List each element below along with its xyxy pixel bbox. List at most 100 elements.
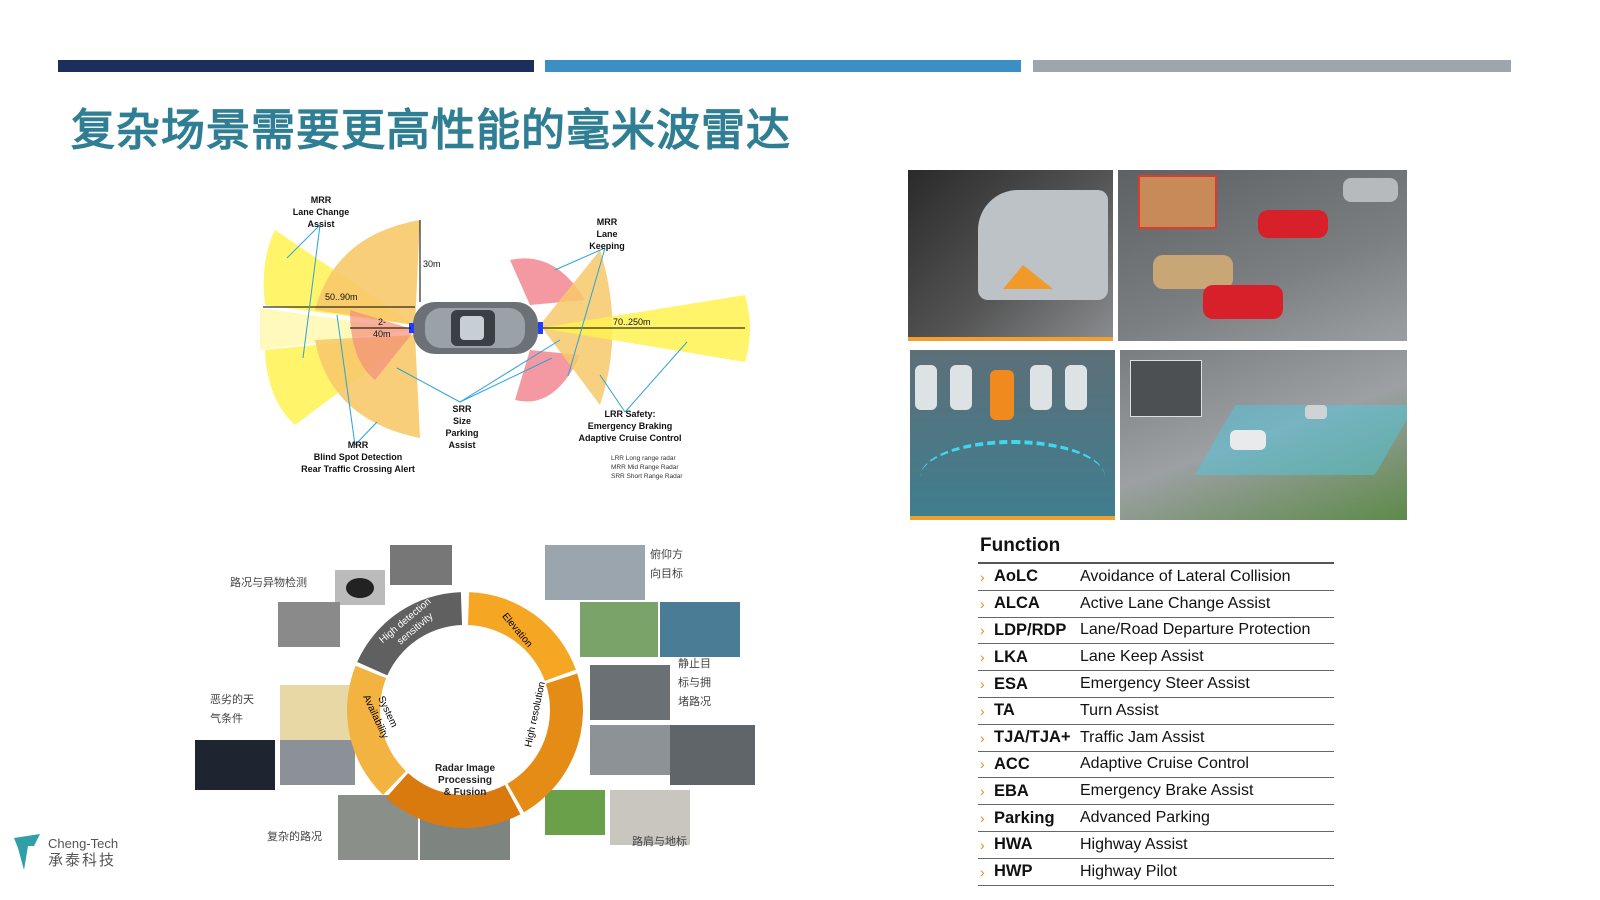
chevron-right-icon: › [980, 863, 985, 880]
function-name: Avoidance of Lateral Collision [1080, 567, 1291, 585]
srr-label-4: Assist [448, 440, 475, 450]
chevron-right-icon: › [980, 622, 985, 639]
segment-label-fusion-1: Radar Image [435, 763, 495, 774]
photo-rainy-road [280, 740, 355, 785]
function-row: ›TJA/TJA+Traffic Jam Assist [978, 725, 1334, 752]
logo-icon [14, 834, 40, 870]
mrr-lca-label-3: Assist [307, 219, 334, 229]
scene-static-2: 标与拥 [678, 675, 711, 689]
scene-weather-2: 气条件 [210, 711, 243, 725]
function-name: Active Lane Change Assist [1080, 594, 1271, 612]
segment-label-fusion-3: & Fusion [444, 787, 487, 798]
logo-cn: 承泰科技 [48, 851, 117, 869]
function-row: › ALCA Active Lane Change Assist [978, 591, 1334, 618]
header-bar-3 [1033, 60, 1511, 72]
wheel-segment [386, 773, 521, 828]
lca-lobe [315, 220, 420, 325]
header-bar-1 [58, 60, 534, 72]
photo-lane-change [1118, 170, 1407, 341]
chevron-right-icon: › [980, 836, 985, 853]
function-row: › ESA Emergency Steer Assist [978, 671, 1334, 698]
scene-curb: 路肩与地标 [632, 834, 687, 848]
function-abbr: LKA [994, 647, 1028, 666]
photo-mirror-warning [908, 170, 1113, 341]
chevron-right-icon: › [980, 729, 985, 746]
header-bar-2 [545, 60, 1021, 72]
photo-highway-assist [1120, 350, 1407, 520]
photo-highway [590, 725, 670, 775]
legend-lrr: LRR Long range radar [611, 455, 677, 462]
srr-front-bottom [515, 350, 580, 402]
function-abbr: Parking [994, 808, 1055, 827]
scene-static-1: 静止目 [678, 656, 711, 670]
function-abbr: AoLC [994, 567, 1038, 586]
mrr-bsd-label-3: Rear Traffic Crossing Alert [301, 464, 415, 474]
scene-road-obstacle: 路况与异物检测 [230, 575, 307, 589]
segment-label-fusion-2: Processing [438, 775, 492, 786]
chevron-right-icon: › [980, 756, 985, 773]
srr-label-3: Parking [445, 428, 478, 438]
radar-coverage-diagram: MRR Lane Change Assist MRR Lane Keeping … [260, 195, 750, 480]
function-name: Adaptive Cruise Control [1080, 755, 1249, 773]
function-abbr: HWA [994, 835, 1033, 854]
function-name: Highway Assist [1080, 835, 1188, 853]
wheel-segment [507, 673, 583, 813]
rear-center-lobe [260, 308, 415, 350]
function-row: › ACC Adaptive Cruise Control [978, 752, 1334, 779]
wheel-segment [346, 665, 406, 795]
function-row: › HWP Highway Pilot [978, 859, 1334, 886]
scene-static-3: 堵路况 [678, 694, 711, 708]
function-abbr: ACC [994, 754, 1030, 773]
lrr-label-1: LRR Safety: [604, 409, 655, 419]
logo-en: Cheng-Tech [48, 836, 119, 851]
function-abbr: EBA [994, 781, 1029, 800]
photo-fog-sun [280, 685, 355, 740]
chevron-right-icon: › [980, 676, 985, 693]
function-abbr: ALCA [994, 594, 1040, 613]
function-row: › Parking Advanced Parking [978, 805, 1334, 832]
function-abbr: TA [994, 701, 1015, 720]
chevron-right-icon: › [980, 702, 985, 719]
wheel-segment [357, 592, 463, 676]
function-name: Advanced Parking [1080, 809, 1210, 827]
wheel-segment [467, 592, 576, 681]
srr-label-2: Size [453, 416, 471, 426]
function-abbr: LDP/RDP [994, 620, 1067, 639]
dist-50-90m: 50..90m [325, 292, 358, 302]
photo-garage [660, 602, 740, 657]
dist-30m: 30m [423, 259, 441, 269]
function-name: Emergency Steer Assist [1080, 675, 1250, 693]
capability-wheel: Elevation High resolution Radar Image Pr… [195, 545, 755, 860]
legend-srr: SRR Short Range Radar [611, 473, 683, 480]
mrr-lk-label-3: Keeping [589, 241, 625, 251]
scene-elevation-1: 俯仰方 [650, 547, 683, 561]
photo-traffic-jam [590, 665, 670, 720]
function-abbr: TJA/TJA+ [994, 728, 1071, 747]
function-name: Lane/Road Departure Protection [1080, 621, 1311, 639]
photo-parking [910, 350, 1115, 520]
chevron-right-icon: › [980, 810, 985, 827]
scene-elevation-2: 向目标 [650, 566, 683, 580]
wheel-ring [346, 592, 583, 828]
photo-bridge [545, 545, 645, 600]
photo-night-rain [195, 740, 275, 790]
function-name: Turn Assist [1080, 701, 1159, 719]
chevron-right-icon: › [980, 649, 985, 666]
function-abbr: HWP [994, 862, 1033, 881]
function-row: › LDP/RDP Lane/Road Departure Protection [978, 618, 1334, 645]
legend-mrr: MRR Mid Range Radar [611, 464, 679, 471]
chevron-right-icon: › [980, 595, 985, 612]
function-name: Emergency Brake Assist [1080, 782, 1254, 800]
photo-road-empty [390, 545, 452, 585]
function-name: Highway Pilot [1080, 862, 1177, 880]
function-abbr: ESA [994, 674, 1028, 693]
mrr-lk-label-1: MRR [597, 217, 618, 227]
dist-70-250m: 70..250m [613, 317, 651, 327]
slide-title: 复杂场景需要更高性能的毫米波雷达 [71, 105, 791, 156]
dist-2-40m-1: 2- [378, 317, 386, 327]
car-top-view [409, 302, 543, 354]
mrr-lk-label-2: Lane [596, 229, 617, 239]
